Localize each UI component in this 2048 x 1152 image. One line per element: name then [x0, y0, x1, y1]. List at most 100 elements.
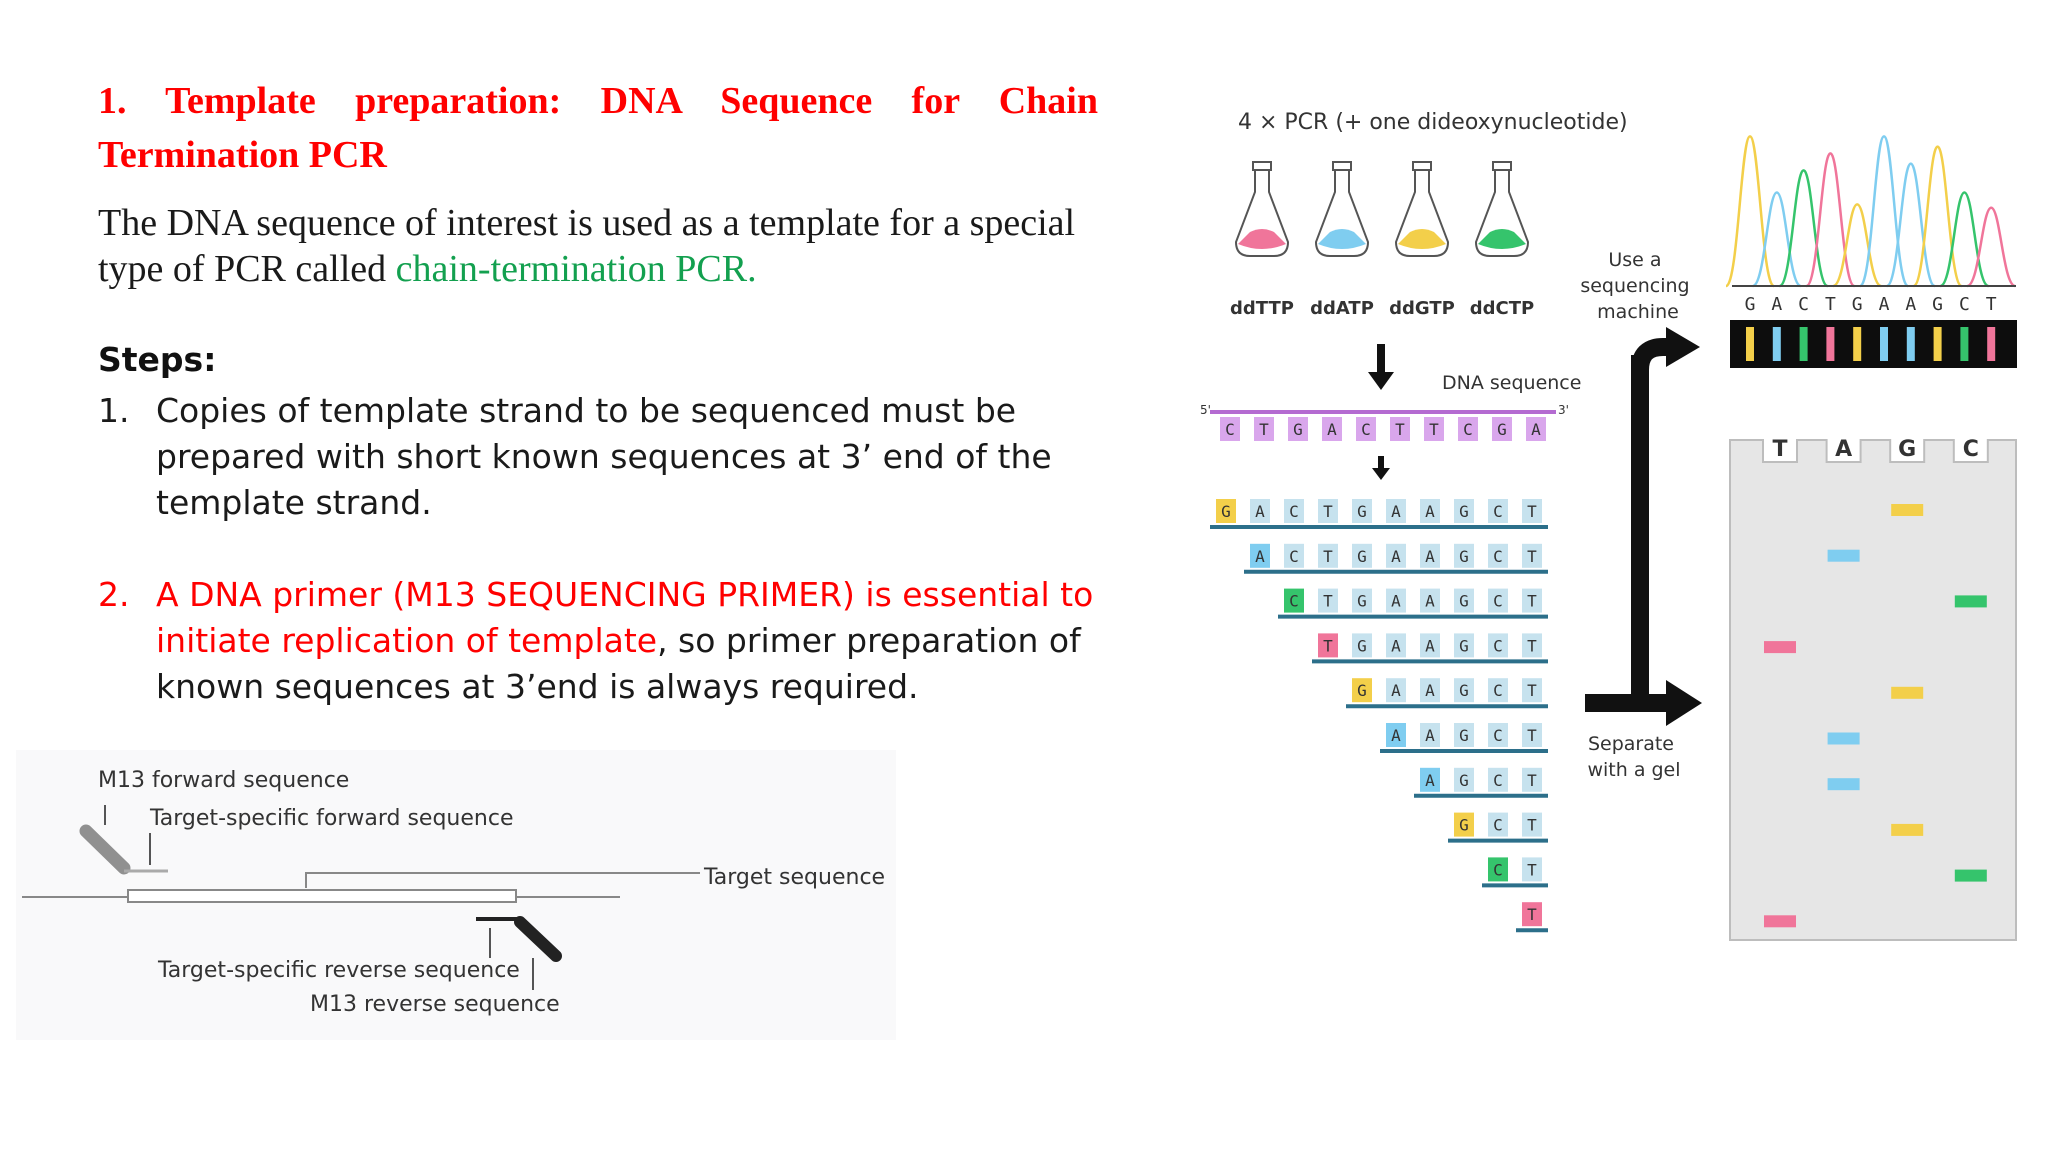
barcode-stripe: [1853, 327, 1862, 361]
flask-label: ddATP: [1310, 298, 1374, 319]
template-base: T: [1259, 420, 1269, 439]
color-barcode: [1746, 327, 1996, 361]
fragment-base: T: [1527, 771, 1537, 790]
template-base: A: [1531, 420, 1541, 439]
fragment-base-box: [1488, 499, 1508, 523]
fragment-base: A: [1425, 771, 1435, 790]
fragment-base-box: [1318, 543, 1338, 568]
fragment-base: C: [1493, 860, 1503, 879]
fragment-base: G: [1357, 502, 1367, 521]
template-base: C: [1463, 420, 1473, 439]
m13-reverse-primer: [514, 916, 562, 962]
fragment-base: T: [1323, 636, 1333, 655]
fragment-base: C: [1493, 547, 1503, 566]
readout-base: C: [1798, 294, 1809, 315]
fragment-base-box: [1454, 499, 1474, 523]
fragment-base-box: [1352, 633, 1372, 658]
fragment-base-box: [1522, 678, 1542, 703]
target-forward-label: Target-specific forward sequence: [149, 806, 513, 831]
barcode-stripe: [1880, 327, 1888, 361]
pcr-title: 4 × PCR (+ one dideoxynucleotide): [1238, 110, 1628, 135]
fragment-base: A: [1425, 502, 1435, 521]
template-base-box: [1492, 417, 1512, 441]
three-prime-label: 3': [1558, 403, 1569, 417]
fragment-base: A: [1425, 726, 1435, 745]
fragment-base: A: [1255, 502, 1265, 521]
fragment-base: T: [1527, 547, 1537, 566]
fragment-base: G: [1357, 547, 1367, 566]
barcode-stripe: [1906, 327, 1915, 361]
fragment-base-box: [1522, 723, 1542, 747]
small-down-arrow-icon: [1372, 468, 1390, 480]
fragment-base-box: [1386, 678, 1406, 703]
fragment-base: A: [1391, 592, 1401, 611]
flask-ddGTP: ddGTP: [1389, 161, 1455, 319]
fragment-base: G: [1357, 592, 1367, 611]
fragment-base-box: [1488, 678, 1508, 703]
gel-lane-label: C: [1963, 437, 1979, 462]
m13-forward-label: M13 forward sequence: [98, 768, 349, 793]
fragment-base-box: [1420, 767, 1440, 792]
gel-band: [1954, 869, 1987, 882]
fragment-base: G: [1459, 816, 1469, 835]
flask-liquid: [1398, 229, 1446, 249]
fragment-base: G: [1459, 547, 1469, 566]
chromatogram-peak: [1939, 191, 1990, 288]
barcode-stripe: [1933, 327, 1942, 361]
flask-outline: [1314, 170, 1370, 257]
template-base-box: [1458, 417, 1478, 441]
gel-band: [1827, 778, 1860, 791]
template-base: C: [1361, 420, 1371, 439]
gel-arrow-icon: [1666, 680, 1702, 726]
chromatogram-peak: [1885, 162, 1937, 288]
fragment-base: C: [1289, 502, 1299, 521]
flask-outline: [1474, 170, 1530, 257]
flask-ddATP: ddATP: [1310, 161, 1374, 319]
fragment-base-box: [1284, 543, 1304, 568]
template-base-box: [1526, 417, 1546, 441]
chromatogram-peak: [1912, 145, 1963, 288]
fragment-base-box: [1420, 499, 1440, 523]
template-base: G: [1497, 420, 1507, 439]
flask-liquid: [1478, 229, 1526, 249]
fragment-base: C: [1493, 726, 1503, 745]
template-base: T: [1395, 420, 1405, 439]
chromatogram-peak: [1724, 135, 1776, 288]
fragment-base-box: [1318, 588, 1338, 613]
fragment-base-box: [1420, 588, 1440, 613]
chromatogram-peak: [1752, 191, 1802, 288]
fragment-base-box: [1522, 812, 1542, 837]
fragment-base: C: [1289, 592, 1299, 611]
template-base: A: [1327, 420, 1337, 439]
fragment-base-box: [1488, 812, 1508, 837]
fragment-base: A: [1425, 592, 1435, 611]
fragment-base-box: [1420, 543, 1440, 568]
fragment-base-box: [1420, 633, 1440, 658]
fragment-base: A: [1391, 502, 1401, 521]
gel-band: [1954, 595, 1987, 608]
fragment-base-box: [1386, 723, 1406, 747]
chromatogram-peak: [1778, 169, 1829, 288]
fragment-base-box: [1522, 767, 1542, 792]
fragment-base-box: [1488, 543, 1508, 568]
flask-cap: [1332, 161, 1352, 171]
fragment-base: C: [1493, 502, 1503, 521]
target-region-box: [127, 889, 517, 903]
gel-band: [1891, 686, 1924, 699]
barcode-stripe: [1746, 327, 1754, 361]
fragment-base: A: [1391, 726, 1401, 745]
step-text-rest: , so primer preparation of known sequenc…: [156, 621, 1081, 706]
template-base-box: [1254, 417, 1274, 441]
fragment-base: C: [1289, 547, 1299, 566]
barcode-stripe: [1772, 327, 1781, 361]
branch-arrow-trunk: [1631, 355, 1649, 712]
steps-title: Steps:: [98, 340, 217, 379]
gel: [1729, 439, 2017, 941]
fragment-base: T: [1527, 502, 1537, 521]
slide-heading: 1. Template preparation: DNA Sequence fo…: [98, 80, 1098, 176]
